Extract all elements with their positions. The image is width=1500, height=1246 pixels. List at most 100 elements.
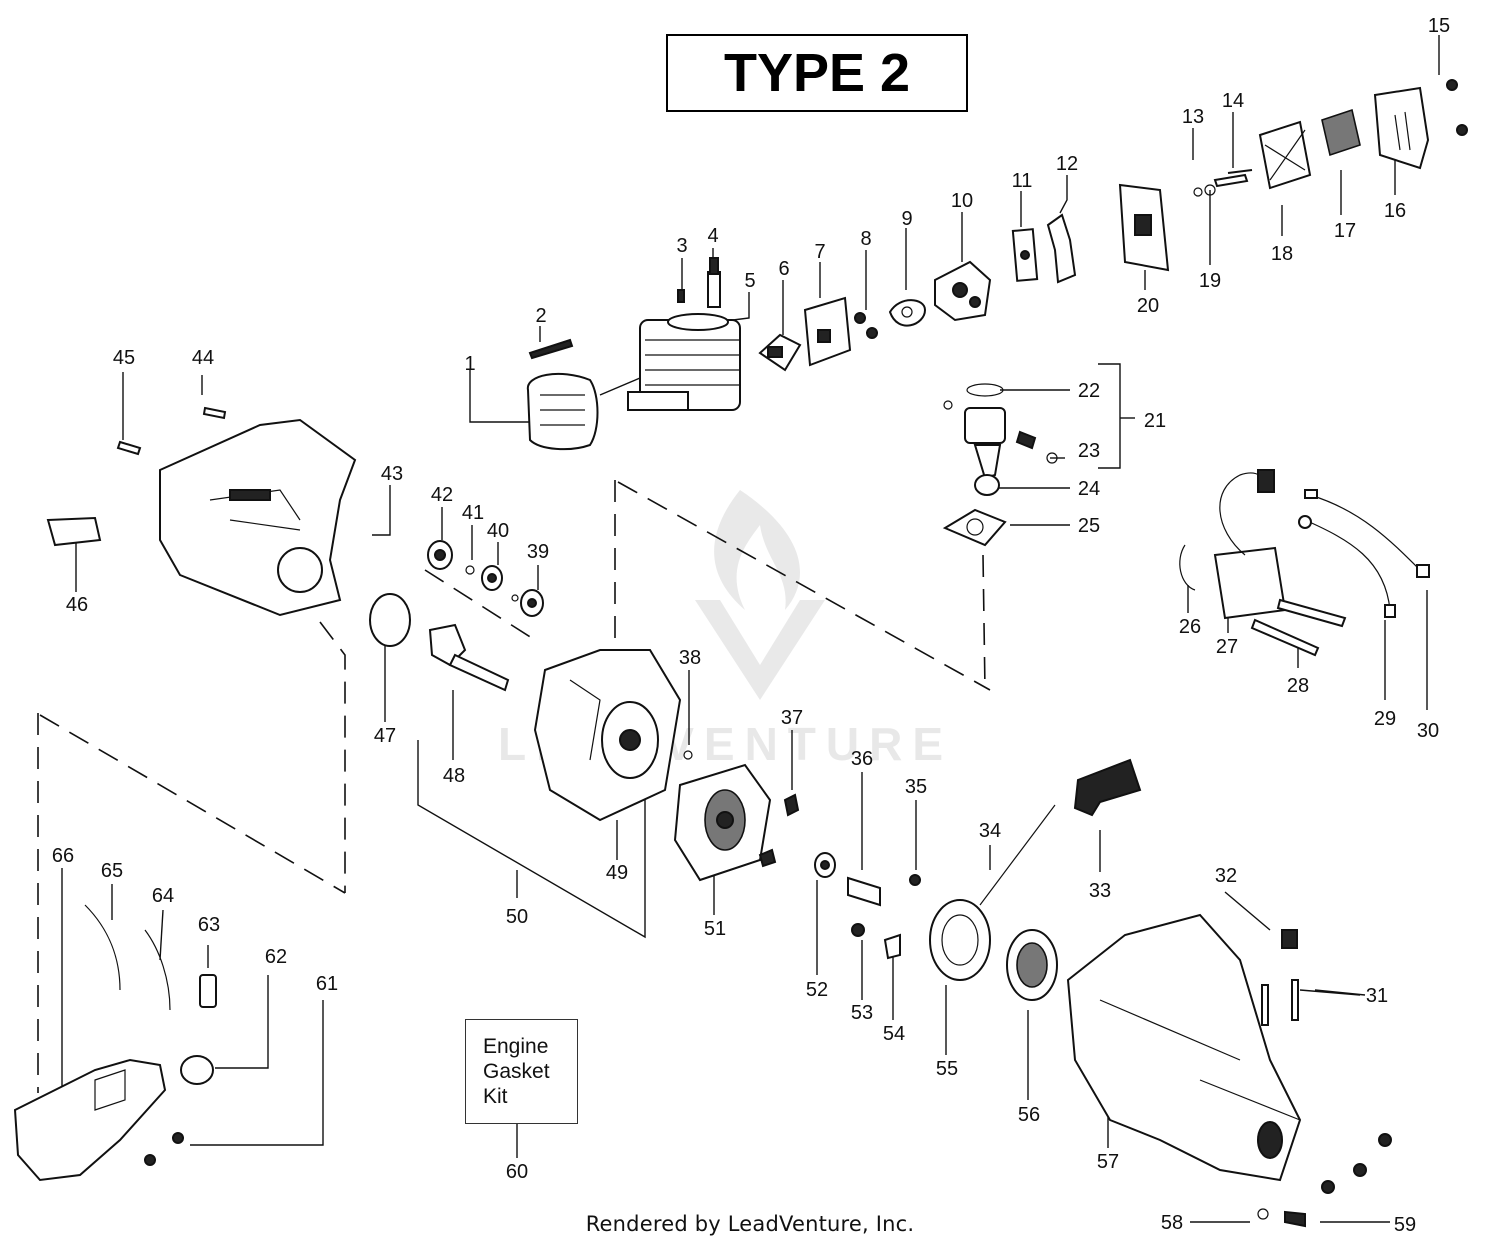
callout-14: 14 [1222,90,1244,112]
callout-17: 17 [1334,220,1356,242]
callout-22: 22 [1078,380,1100,402]
part-44-45-screws [116,406,227,456]
callout-66: 66 [52,845,74,867]
callout-37: 37 [781,707,803,729]
callout-21: 21 [1144,410,1166,432]
callout-31: 31 [1366,985,1388,1007]
callout-35: 35 [905,776,927,798]
callout-39: 39 [527,541,549,563]
callout-10: 10 [951,190,973,212]
callout-7: 7 [814,241,825,263]
callout-8: 8 [860,228,871,250]
part-48-crankshaft [428,623,510,692]
part-18-filter-screen [1258,120,1312,190]
part-15-screw [1446,79,1468,136]
callout-46: 46 [66,594,88,616]
kit-label-line-1: Engine [483,1035,549,1058]
callout-56: 56 [1018,1104,1040,1126]
part-51-flywheel [673,763,772,882]
callout-12: 12 [1056,153,1078,175]
part-55-starter-pulley [929,899,991,981]
part-47-o-ring [369,593,411,647]
part-1-muffler-cover [526,373,599,451]
callout-65: 65 [101,860,123,882]
callout-4: 4 [707,225,718,247]
assembly-dashed-lines [37,480,991,1093]
kit-label-line-2: Gasket [483,1060,550,1083]
callout-9: 9 [901,208,912,230]
part-43-engine-cover [159,418,357,617]
callout-57: 57 [1097,1151,1119,1173]
callout-24: 24 [1078,478,1100,500]
part-49-crankcase [533,649,682,822]
callout-45: 45 [113,347,135,369]
part-34-starter-rope [979,804,1056,906]
callout-labels: 1 2 3 4 5 6 7 8 9 10 11 12 13 14 15 16 1… [52,15,1450,1236]
callout-28: 28 [1287,675,1309,697]
part-25-gasket [942,508,1007,547]
callout-16: 16 [1384,200,1406,222]
callout-34: 34 [979,820,1001,842]
part-24-piston-rod [964,407,1006,496]
callout-13: 13 [1182,106,1204,128]
part-52-washer [814,852,836,878]
part-56-recoil-spring [1006,929,1058,1001]
part-20-air-filter-base [1118,183,1170,272]
part-54-pawl [883,933,901,960]
part-38-clip [683,750,693,760]
callout-5: 5 [744,270,755,292]
part-9-gasket [888,299,927,327]
part-53-screw [851,923,865,937]
part-29-30-wires [1298,489,1430,618]
part-13-14-screw-washer [1193,169,1253,197]
callout-3: 3 [676,235,687,257]
callout-59: 59 [1394,1214,1416,1236]
part-4-spark-plug [707,257,721,308]
part-27-ignition-module [1179,469,1287,620]
part-3-screw [677,289,685,303]
callout-47: 47 [374,725,396,747]
callout-52: 52 [806,979,828,1001]
kit-label-line-3: Kit [483,1085,508,1108]
callout-62: 62 [265,946,287,968]
callout-20: 20 [1137,295,1159,317]
part-7-insulator [803,296,852,367]
part-16-air-filter-cover [1373,86,1430,170]
callout-49: 49 [606,862,628,884]
part-12-choke-lever [1046,213,1077,284]
callout-58: 58 [1161,1212,1183,1234]
callout-48: 48 [443,765,465,787]
callout-55: 55 [936,1058,958,1080]
callout-36: 36 [851,748,873,770]
leader-lines [61,35,1440,1223]
callout-19: 19 [1199,270,1221,292]
callout-15: 15 [1428,15,1450,37]
callout-27: 27 [1216,636,1238,658]
part-28-bolts [1250,598,1347,657]
callout-63: 63 [198,914,220,936]
callout-40: 40 [487,520,509,542]
footer-credit: Rendered by LeadVenture, Inc. [585,1212,915,1236]
callout-42: 42 [431,484,453,506]
part-37-spring [758,793,800,868]
callout-61: 61 [316,973,338,995]
engine-gasket-kit-box: Engine Gasket Kit [465,1019,578,1124]
diagram-title: TYPE 2 [666,34,968,112]
part-10-carburetor [934,260,992,322]
callout-41: 41 [462,502,484,524]
part-22-piston-ring [966,383,1004,397]
callout-11: 11 [1012,170,1033,192]
part-36-shoulder-bolt [847,876,881,907]
callout-60: 60 [506,1161,528,1183]
callout-50: 50 [506,906,528,928]
part-57-starter-housing [1066,913,1302,1182]
callout-2: 2 [535,305,546,327]
callout-1: 1 [464,353,475,375]
part-35-screw [909,874,921,886]
callout-54: 54 [883,1023,905,1045]
callout-53: 53 [851,1002,873,1024]
callout-18: 18 [1271,243,1293,265]
part-6-gasket [758,333,802,372]
part-58-59-screw-nut [1257,1208,1306,1228]
